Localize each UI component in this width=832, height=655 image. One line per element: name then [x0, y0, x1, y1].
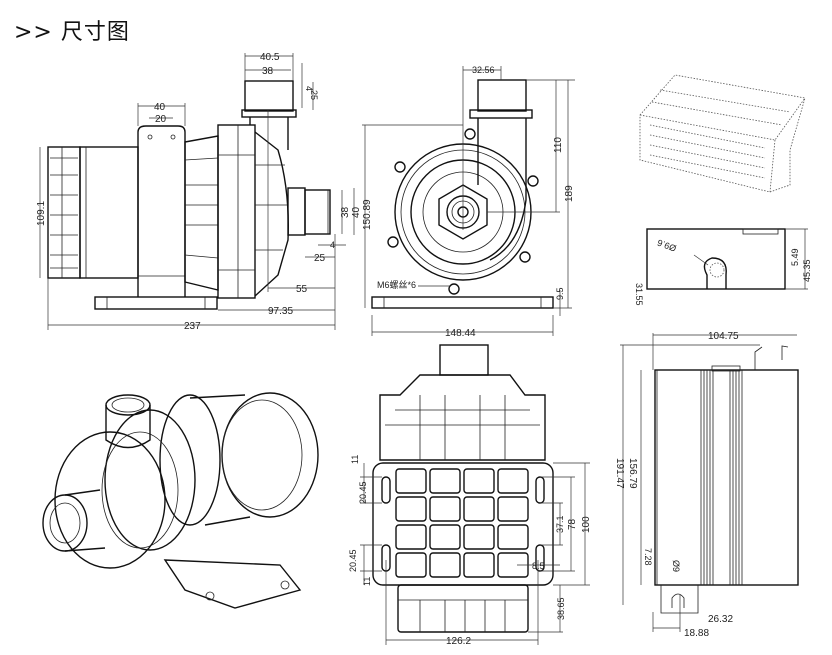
dim-tab-width: 26.32	[708, 614, 733, 625]
plate-cell	[395, 496, 427, 522]
dim-side-length: 31.55	[634, 283, 644, 306]
front-view-drawing: 32.56 110 189 150.89 M6螺丝*6 9.5 148.44	[362, 65, 575, 339]
dim-tab-offset: 7.28	[643, 548, 653, 566]
dim-bracket-width: 40	[154, 102, 166, 113]
dim-outlet-height: 25	[309, 90, 319, 100]
dim-edge-bottom: 11	[362, 577, 372, 586]
plate-cell	[497, 524, 529, 550]
dim-base-to-inlet: 97.35	[268, 306, 293, 317]
dim-outlet-to-center: 110	[553, 137, 564, 153]
dim-tab-hole: Ø9	[671, 560, 681, 572]
dim-bracket-holes: 20	[155, 114, 167, 125]
plate-cell	[497, 496, 529, 522]
plate-cell	[429, 552, 461, 578]
dim-outlet-outer: 40.5	[260, 52, 280, 63]
bottom-view-drawing: 11 20.45 20.45 11 37.1 78 100 8.5 38.65 …	[348, 344, 592, 647]
controller-front-drawing: 104.75 156.79 191.47 7.28 Ø9 26.32 18.88	[614, 331, 799, 639]
dim-motor-diameter: 109.1	[36, 201, 47, 226]
page-title: >> 尺寸图	[14, 20, 130, 45]
dim-hole-dia: Ø9.6	[656, 237, 678, 253]
plate-cell	[463, 524, 495, 550]
dim-slot-gap: 37.1	[555, 515, 565, 533]
plate-cell	[463, 496, 495, 522]
dim-body-length: 156.79	[627, 458, 638, 489]
plate-cell	[395, 552, 427, 578]
controller-iso-drawing	[639, 74, 806, 193]
dim-inlet-length: 25	[314, 253, 326, 264]
dim-total-height: 189	[564, 185, 575, 202]
dim-slot-top: 20.45	[358, 481, 368, 504]
dim-inlet-inner: 38	[340, 206, 351, 218]
screw-note: M6螺丝*6	[377, 279, 416, 290]
plate-cell	[429, 524, 461, 550]
dim-hole-spacing: 78	[567, 518, 578, 530]
dim-slot-width: 8.5	[532, 561, 545, 571]
plate-cell	[463, 468, 495, 494]
dim-inlet-outer: 40	[351, 206, 362, 218]
plate-cell	[463, 552, 495, 578]
dim-outlet-to-inlet: 55	[296, 284, 308, 295]
plate-cell	[429, 496, 461, 522]
dim-base-thickness: 9.5	[555, 287, 565, 300]
dim-total-length: 237	[184, 321, 201, 332]
dim-base-width: 148.44	[445, 328, 476, 339]
controller-side-drawing: Ø9.6 5.49 45.35 31.55	[634, 228, 812, 306]
dim-edge-top: 11	[350, 455, 360, 464]
dim-controller-height: 45.35	[802, 259, 812, 282]
plate-cell	[395, 524, 427, 550]
dim-outlet-inner: 38	[262, 66, 274, 77]
dim-inlet-lip: 4	[330, 240, 335, 250]
dim-plate-depth: 100	[581, 516, 592, 533]
plate-cell	[395, 468, 427, 494]
dim-tab-hole-offset: 18.88	[684, 628, 709, 639]
dim-plate-width: 126.2	[446, 636, 471, 647]
dim-center-height: 150.89	[362, 199, 373, 230]
dim-outlet-lip: 4	[304, 86, 314, 91]
side-view-drawing: 40.5 38 4 25 40 20 109.1 38 40 4 25 55 9…	[36, 52, 362, 332]
dim-fin-depth: 38.65	[556, 597, 566, 620]
dim-controller-width: 104.75	[708, 331, 739, 342]
pump-iso-drawing	[42, 392, 319, 609]
dim-outlet-offset: 32.56	[472, 65, 495, 75]
dim-slot-bottom: 20.45	[348, 549, 358, 572]
dim-slot-offset: 5.49	[790, 248, 800, 266]
plate-cell	[497, 468, 529, 494]
dim-total-length-ctrl: 191.47	[614, 458, 625, 489]
plate-cell	[429, 468, 461, 494]
